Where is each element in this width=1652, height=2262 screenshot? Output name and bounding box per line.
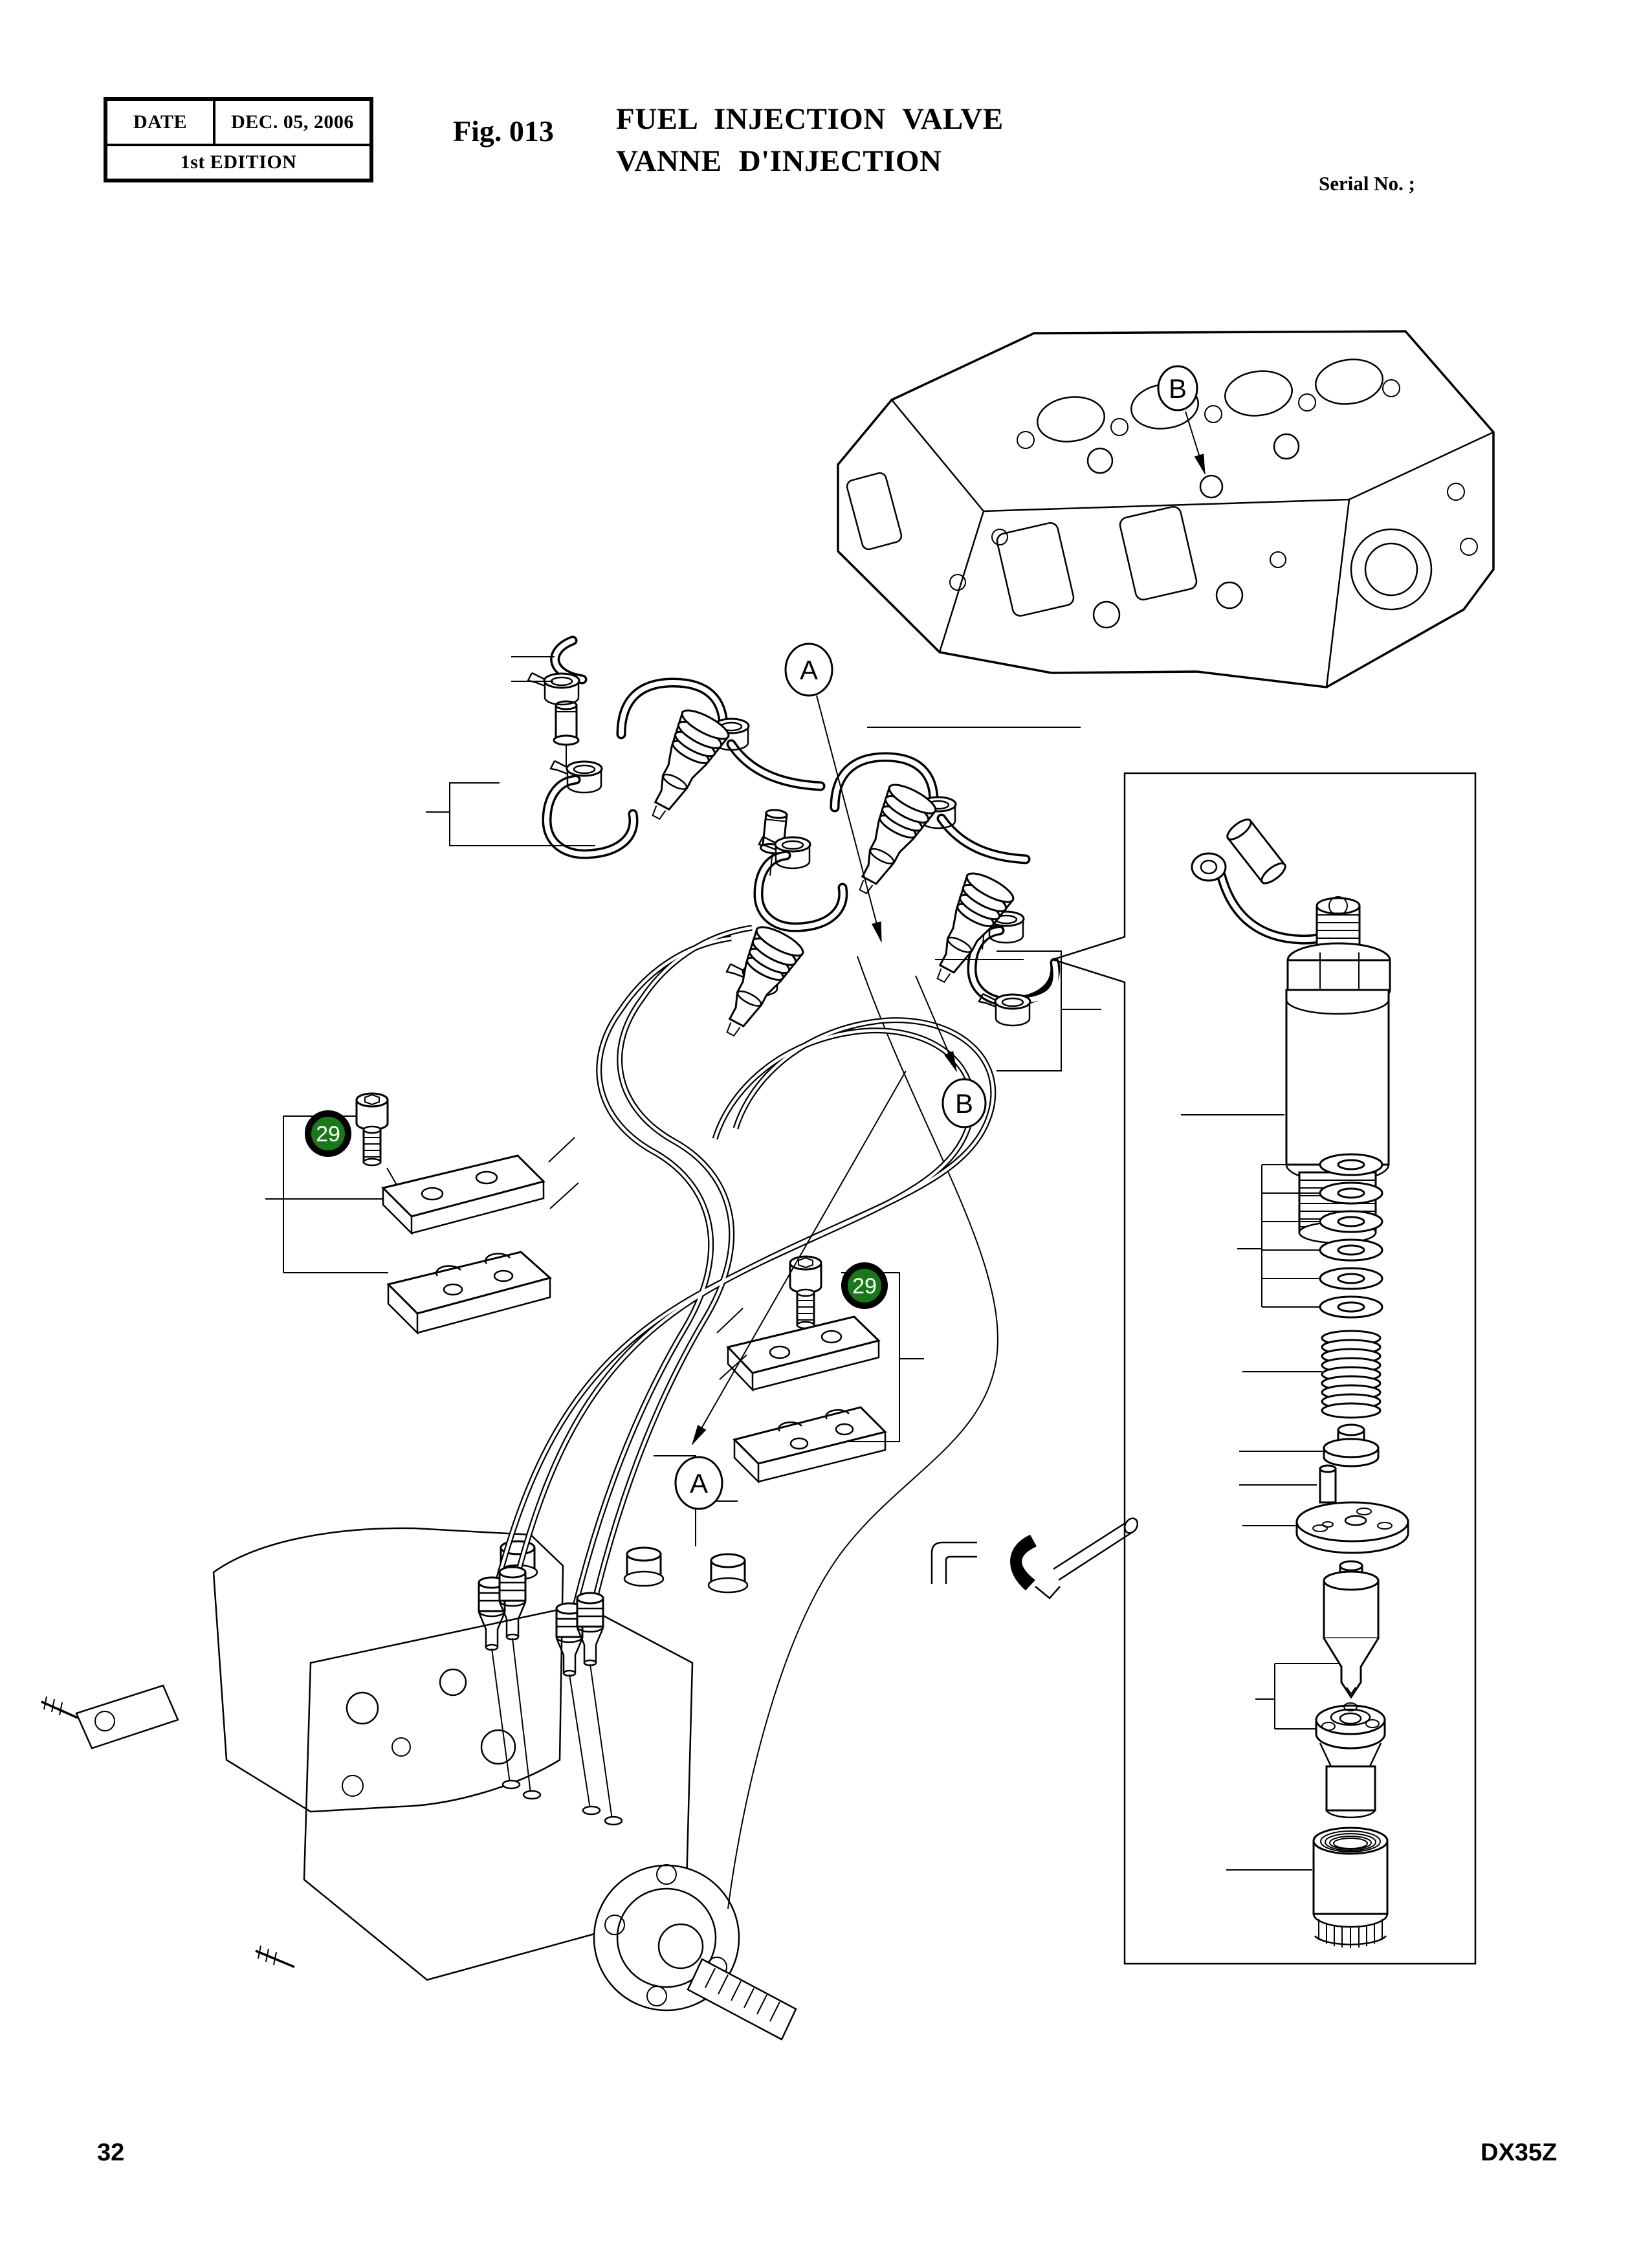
page-title: FUEL INJECTION VALVE VANNE D'INJECTION — [616, 98, 1004, 182]
pipe-clamp-group-right: 29 — [716, 1255, 924, 1484]
nozzle-spring — [1242, 1330, 1382, 1419]
part-badge-29-right-label: 29 — [852, 1274, 877, 1299]
date-box: DATE DEC. 05, 2006 1st EDITION — [104, 97, 373, 182]
part-badge-29-left — [305, 1110, 351, 1157]
washer-stack — [1237, 1153, 1383, 1319]
edition-label: 1st EDITION — [180, 151, 297, 173]
figure-number: Fig. 013 — [453, 115, 554, 148]
callout-a-top-label: A — [800, 655, 818, 685]
callout-a-bottom-label: A — [690, 1468, 708, 1499]
callout-a-top: A — [784, 642, 882, 943]
date-label: DATE — [107, 101, 215, 144]
callout-b-bottom: B — [915, 975, 987, 1128]
part-badge-29-right — [841, 1262, 888, 1309]
cylinder-head-diagram — [837, 330, 1495, 688]
callout-b-bottom-label: B — [955, 1088, 973, 1119]
banjo-pipe — [1191, 818, 1339, 945]
nozzle-holder — [1315, 1702, 1386, 1819]
spacer-plate — [1242, 1501, 1409, 1554]
nozzle-cap-nut — [1226, 1827, 1389, 1948]
page-number: 32 — [97, 2139, 125, 2166]
date-value: DEC. 05, 2006 — [231, 111, 354, 133]
spring-seat — [1239, 1423, 1380, 1467]
callout-b-head: B — [1157, 365, 1206, 475]
callout-b-head-label: B — [1169, 373, 1187, 404]
date-box-row1: DATE DEC. 05, 2006 — [107, 101, 369, 146]
callout-a-bottom: A — [674, 1070, 907, 1510]
pipe-clamp-group-left: 29 — [265, 1092, 579, 1335]
injector-detail-panel — [935, 772, 1477, 1965]
title-english: FUEL INJECTION VALVE — [616, 102, 1004, 136]
title-french: VANNE D'INJECTION — [616, 144, 942, 178]
fuel-return-hose-assembly — [426, 635, 1101, 1071]
injection-pipes — [478, 925, 997, 1826]
part-badge-29-left-label: 29 — [316, 1122, 340, 1147]
nozzle-needle — [1255, 1560, 1380, 1729]
injector-body — [1181, 896, 1391, 1244]
model-code: DX35Z — [1481, 2139, 1558, 2166]
serial-number-label: Serial No. ; — [1319, 172, 1415, 195]
